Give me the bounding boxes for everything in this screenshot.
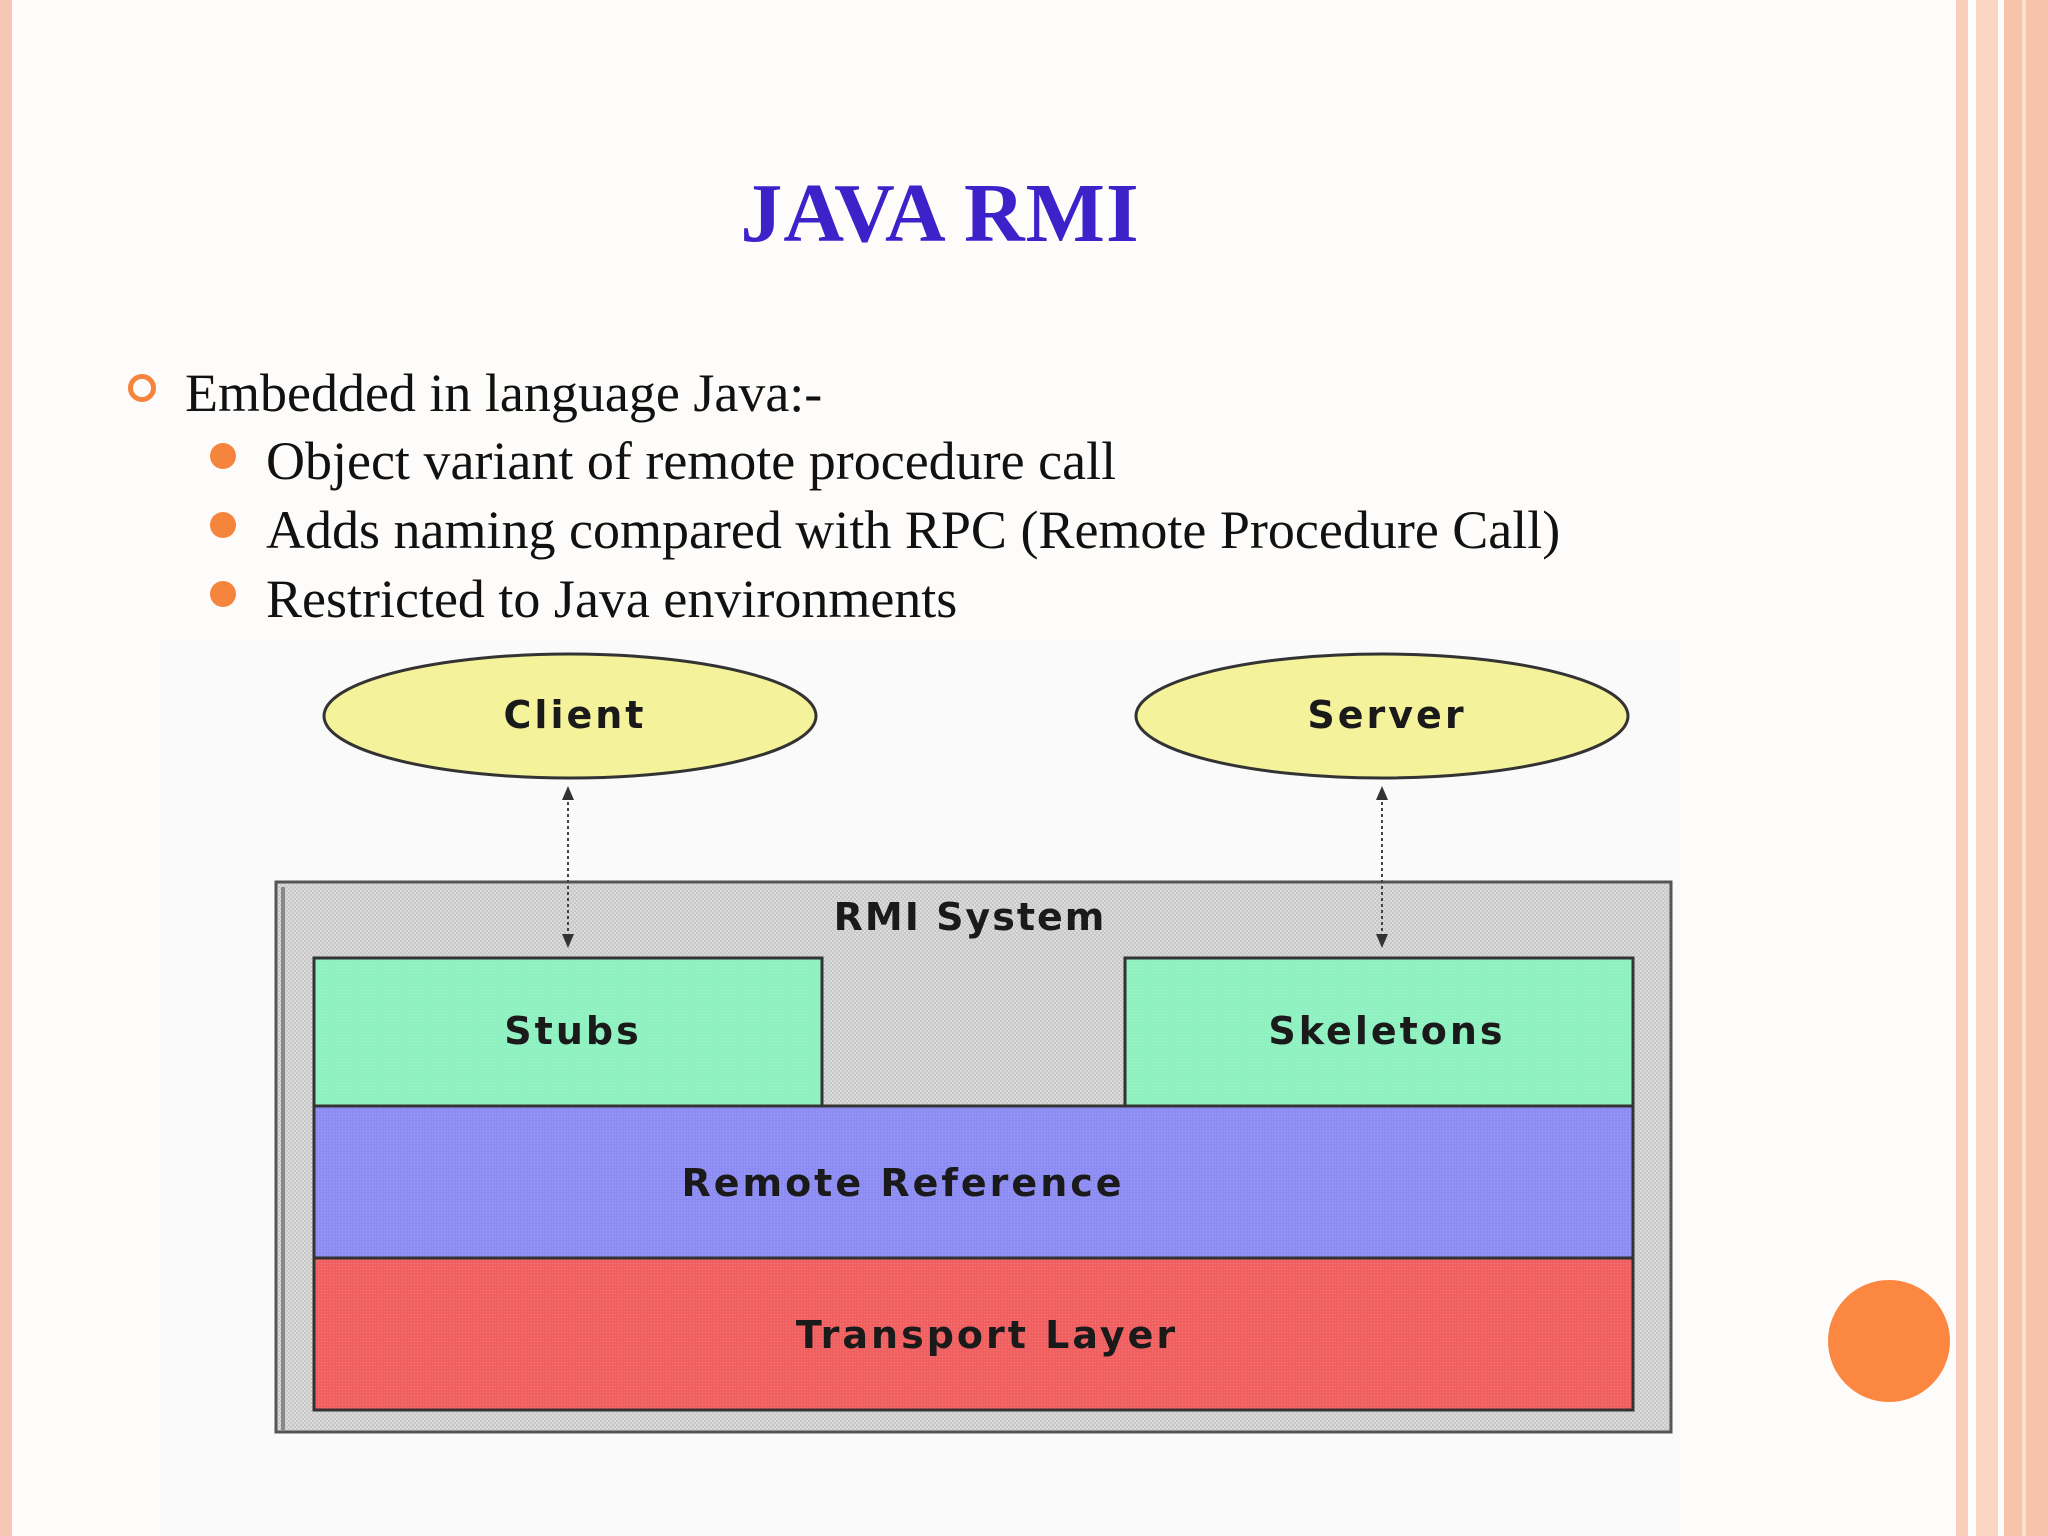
sub-bullet-text: Adds naming compared with RPC (Remote Pr… [266, 500, 1561, 560]
skeletons-label: Skeletons [1268, 1009, 1505, 1053]
slide-title: JAVA RMI [740, 167, 1140, 260]
rmi-system-label: RMI System [834, 895, 1107, 939]
left-decorative-bar [0, 0, 12, 1536]
right-decorative-bar [2022, 0, 2026, 1536]
sub-bullet-text: Restricted to Java environments [266, 569, 958, 629]
remote-reference-label: Remote Reference [681, 1161, 1124, 1205]
dot-bullet-icon [210, 443, 236, 469]
arrow-up-icon [1376, 786, 1388, 800]
server-ellipse [1134, 652, 1630, 780]
stubs-label: Stubs [504, 1009, 641, 1053]
dot-bullet-icon [210, 512, 236, 538]
right-decorative-bar [1976, 0, 1998, 1536]
client-label: Client [504, 693, 647, 737]
sub-bullet-text: Object variant of remote procedure call [266, 431, 1117, 491]
client-ellipse [322, 652, 818, 780]
arrow-down-icon [1376, 934, 1388, 948]
main-bullet-text: Embedded in language Java:- [185, 363, 823, 423]
decorative-orange-circle [1828, 1280, 1950, 1402]
dot-bullet-icon [210, 581, 236, 607]
remote-reference-box [312, 1104, 1635, 1260]
skeletons-box [1123, 956, 1635, 1108]
arrow-up-icon [562, 786, 574, 800]
right-decorative-bar [2004, 0, 2048, 1536]
right-decorative-bar [1956, 0, 1968, 1536]
transport-layer-box [312, 1256, 1635, 1412]
server-label: Server [1307, 693, 1466, 737]
ring-bullet-icon [128, 374, 156, 402]
transport-layer-label: Transport Layer [796, 1313, 1178, 1357]
arrow-down-icon [562, 934, 574, 948]
stubs-box [312, 956, 824, 1108]
